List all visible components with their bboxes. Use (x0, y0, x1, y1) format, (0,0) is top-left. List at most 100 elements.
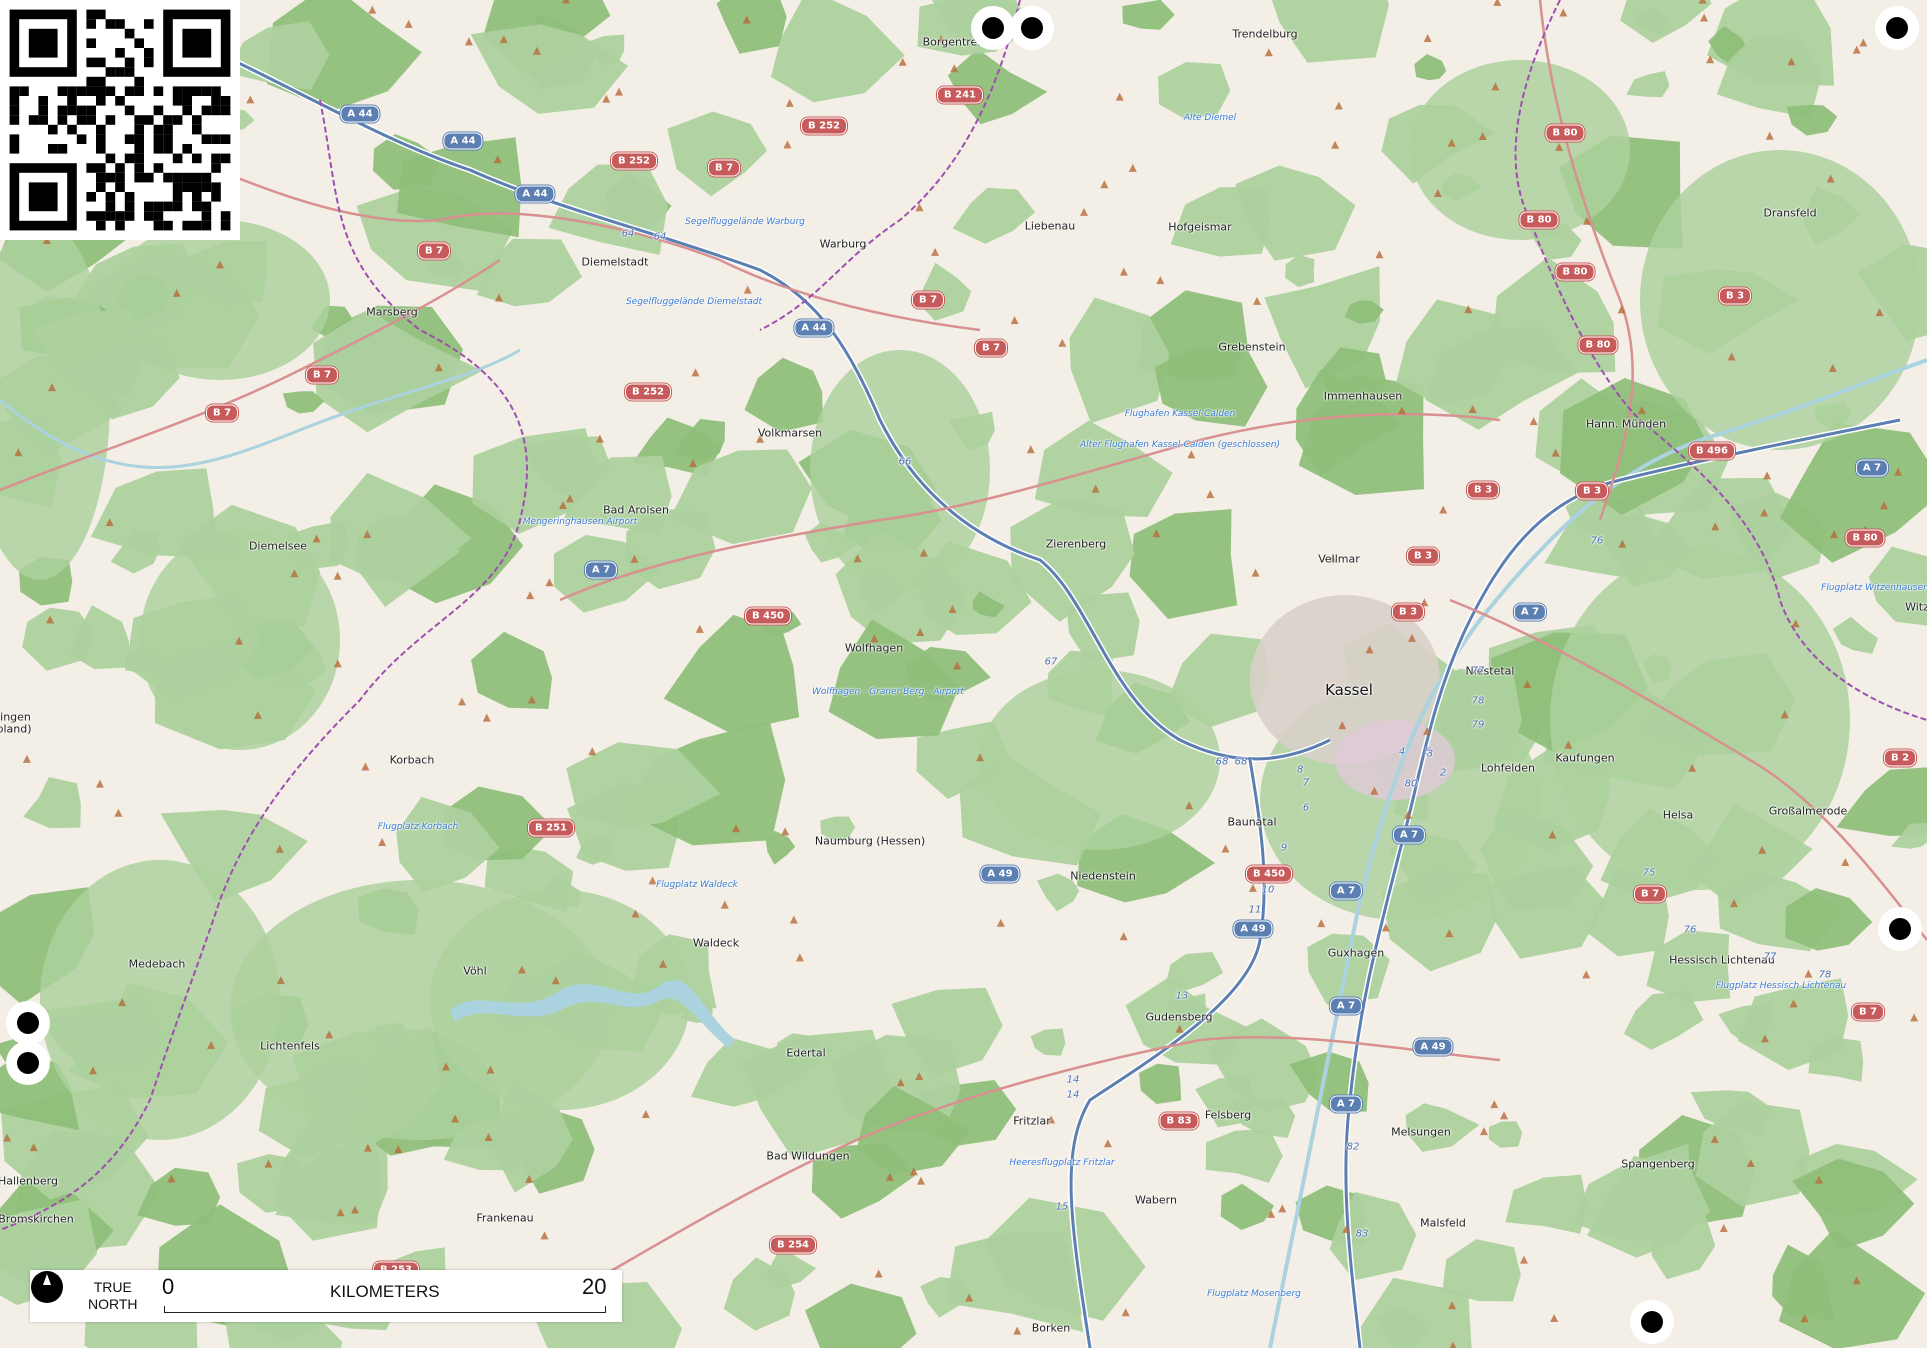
peak-icon (1559, 8, 1568, 17)
peak-icon (1618, 539, 1627, 548)
peak-icon (953, 661, 962, 670)
motorway-shield: A 44 (443, 132, 483, 150)
peak-icon (1826, 174, 1835, 183)
qr-module (153, 211, 164, 221)
motorway-shield: A 7 (1392, 826, 1426, 844)
north-arrow-icon (31, 1271, 63, 1303)
forest-area (744, 357, 823, 432)
scale-bar: TRUE NORTH 0 KILOMETERS 20 (30, 1270, 622, 1322)
peak-icon (1582, 970, 1591, 979)
qr-module (163, 201, 173, 212)
qr-module (172, 86, 183, 96)
qr-module (124, 86, 135, 96)
qr-module (172, 172, 183, 183)
peak-icon (742, 15, 751, 24)
peak-icon (29, 1143, 38, 1152)
peak-icon (1688, 763, 1697, 772)
peak-icon (1187, 450, 1196, 459)
peak-icon (853, 554, 862, 563)
peak-icon (931, 247, 940, 256)
qr-module (115, 220, 125, 231)
forest-area (1640, 150, 1920, 450)
forest-area (828, 619, 959, 739)
forest-area (670, 449, 812, 545)
qr-module (57, 86, 68, 96)
qr-module (144, 172, 154, 183)
peak-icon (641, 1110, 650, 1119)
forest-area (313, 309, 483, 433)
forest-area (1442, 1239, 1521, 1302)
qr-module (134, 38, 144, 48)
airfield-label: Segelfluggelände Diemelstadt (625, 297, 763, 307)
motorway (1069, 759, 1266, 1348)
qr-module (124, 67, 135, 77)
forest-area (522, 436, 611, 496)
qr-module (144, 48, 154, 58)
peak-icon (874, 1269, 883, 1278)
qr-module (134, 76, 144, 87)
city-label: Hessisch Lichtenau (1669, 953, 1775, 967)
peak-icon (1582, 216, 1591, 225)
peak-icon (936, 35, 945, 44)
federal-road-shield: B 7 (974, 339, 1008, 357)
peak-icon (350, 1205, 359, 1214)
federal-road-shield: B 80 (1555, 263, 1595, 281)
peak-icon (540, 1231, 549, 1240)
forest-area (90, 468, 217, 558)
forest-area (1158, 62, 1231, 120)
qr-module (172, 182, 183, 192)
marker-dot-icon (6, 1041, 50, 1085)
forest-area (586, 34, 625, 66)
junction-number: 5 (1424, 746, 1432, 758)
qr-module (9, 115, 20, 125)
city-label: Trendelburg (1232, 27, 1298, 41)
federal-road-shield: B 252 (611, 152, 657, 170)
peak-icon (1787, 57, 1796, 66)
city-label: Volkmarsen (757, 426, 823, 440)
qr-module (38, 105, 48, 116)
peak-icon (1175, 1024, 1184, 1033)
city-label: Großalmerode (1768, 804, 1848, 818)
qr-module (9, 96, 20, 106)
qr-module (96, 9, 106, 20)
forest-area (952, 187, 1036, 244)
city-label: Melsungen (1391, 1125, 1451, 1139)
peak-icon (1408, 633, 1417, 642)
peak-icon (1156, 276, 1165, 285)
airfield-label: Flugplatz Witzenhausen (1821, 583, 1927, 593)
qr-module (105, 192, 116, 202)
qr-module (182, 96, 192, 106)
forest-area (1139, 1063, 1182, 1104)
forest-area (1560, 378, 1707, 515)
federal-road-shield: B 7 (1851, 1003, 1885, 1021)
peak-icon (1013, 1326, 1022, 1335)
federal-road-shield: B 3 (1466, 481, 1500, 499)
forest-area (1220, 1183, 1275, 1230)
peak-icon (1760, 508, 1769, 517)
qr-module (134, 144, 144, 154)
peak-icon (561, 0, 570, 4)
junction-number: 75 (1642, 867, 1656, 879)
forest-area (1271, 0, 1389, 63)
forest-area (1563, 489, 1627, 539)
qr-module (153, 134, 164, 144)
forest-area (1396, 299, 1507, 407)
junction-number: 14 (1066, 1089, 1080, 1101)
peak-icon (1830, 530, 1839, 539)
forest-area (329, 473, 472, 580)
forest-area (1716, 34, 1822, 118)
forest-area (891, 987, 1003, 1076)
forest-area (770, 0, 905, 103)
forest-area (110, 220, 330, 380)
qr-module (96, 163, 106, 173)
junction-number: 2 (1439, 767, 1447, 779)
qr-code[interactable] (0, 0, 240, 240)
forest-area (805, 1283, 917, 1348)
qr-module (153, 86, 164, 96)
peak-icon (602, 94, 611, 103)
peak-icon (1727, 352, 1736, 361)
qr-module (192, 172, 202, 183)
forest-area (1772, 1244, 1835, 1321)
peak-icon (1248, 883, 1257, 892)
